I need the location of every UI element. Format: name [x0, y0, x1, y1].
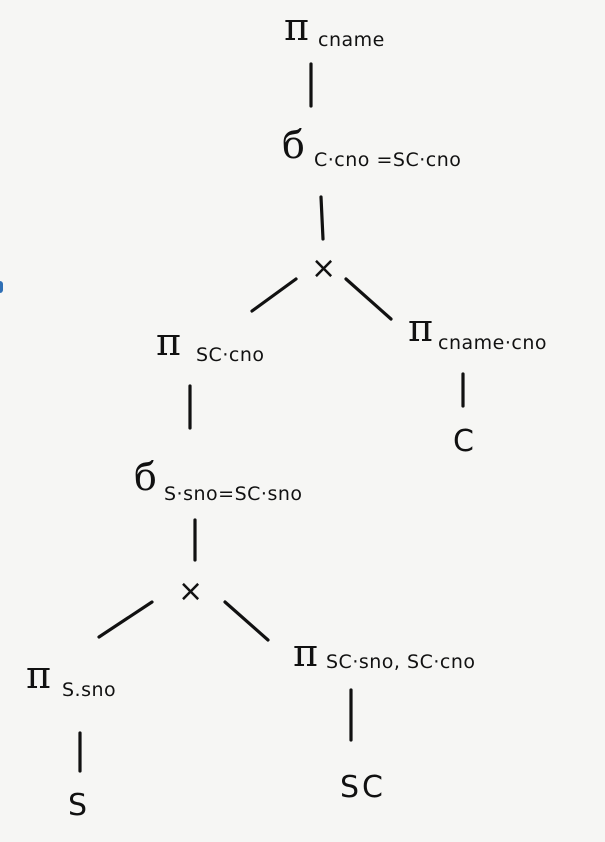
- projection-symbol: π: [26, 653, 51, 697]
- edge-n3-n5: [344, 277, 393, 321]
- node-project-s-sno: π S.sno: [26, 653, 116, 701]
- projection-symbol: π: [293, 631, 318, 675]
- node-cartesian-product-top: ×: [311, 251, 336, 286]
- node-select-sno: б S·sno=SC·sno: [134, 455, 303, 505]
- node-project-sc-cno: π SC·cno: [156, 320, 264, 366]
- edge-n3-n4: [250, 277, 298, 313]
- relation-s: S: [68, 788, 90, 823]
- edge-n8-n9: [97, 600, 154, 639]
- relation-c: C: [453, 424, 477, 459]
- projection-attributes: S.sno: [62, 679, 116, 701]
- edges: [78, 62, 465, 773]
- projection-attributes: SC·cno: [196, 344, 264, 366]
- node-project-sc-sno-cno: π SC·sno, SC·cno: [293, 631, 476, 675]
- selection-symbol: б: [134, 455, 157, 499]
- relation-sc: SC: [340, 770, 386, 805]
- projection-attributes: SC·sno, SC·cno: [326, 651, 476, 673]
- node-select-cno: б C·cno =SC·cno: [282, 123, 461, 171]
- projection-symbol: π: [156, 320, 181, 364]
- edge-n8-n10: [223, 600, 270, 642]
- projection-symbol: π: [408, 306, 433, 350]
- edge-n2-n3: [319, 195, 325, 241]
- selection-condition: C·cno =SC·cno: [314, 149, 461, 171]
- projection-symbol: π: [284, 5, 309, 49]
- node-cartesian-product-bottom: ×: [178, 574, 203, 609]
- node-project-cname-cno: π cname·cno: [408, 306, 547, 354]
- node-project-cname: π cname: [284, 5, 385, 51]
- edge-mark: [0, 281, 3, 293]
- projection-attributes: cname·cno: [438, 332, 547, 354]
- projection-attributes: cname: [318, 29, 385, 51]
- selection-symbol: б: [282, 123, 305, 167]
- selection-condition: S·sno=SC·sno: [164, 483, 303, 505]
